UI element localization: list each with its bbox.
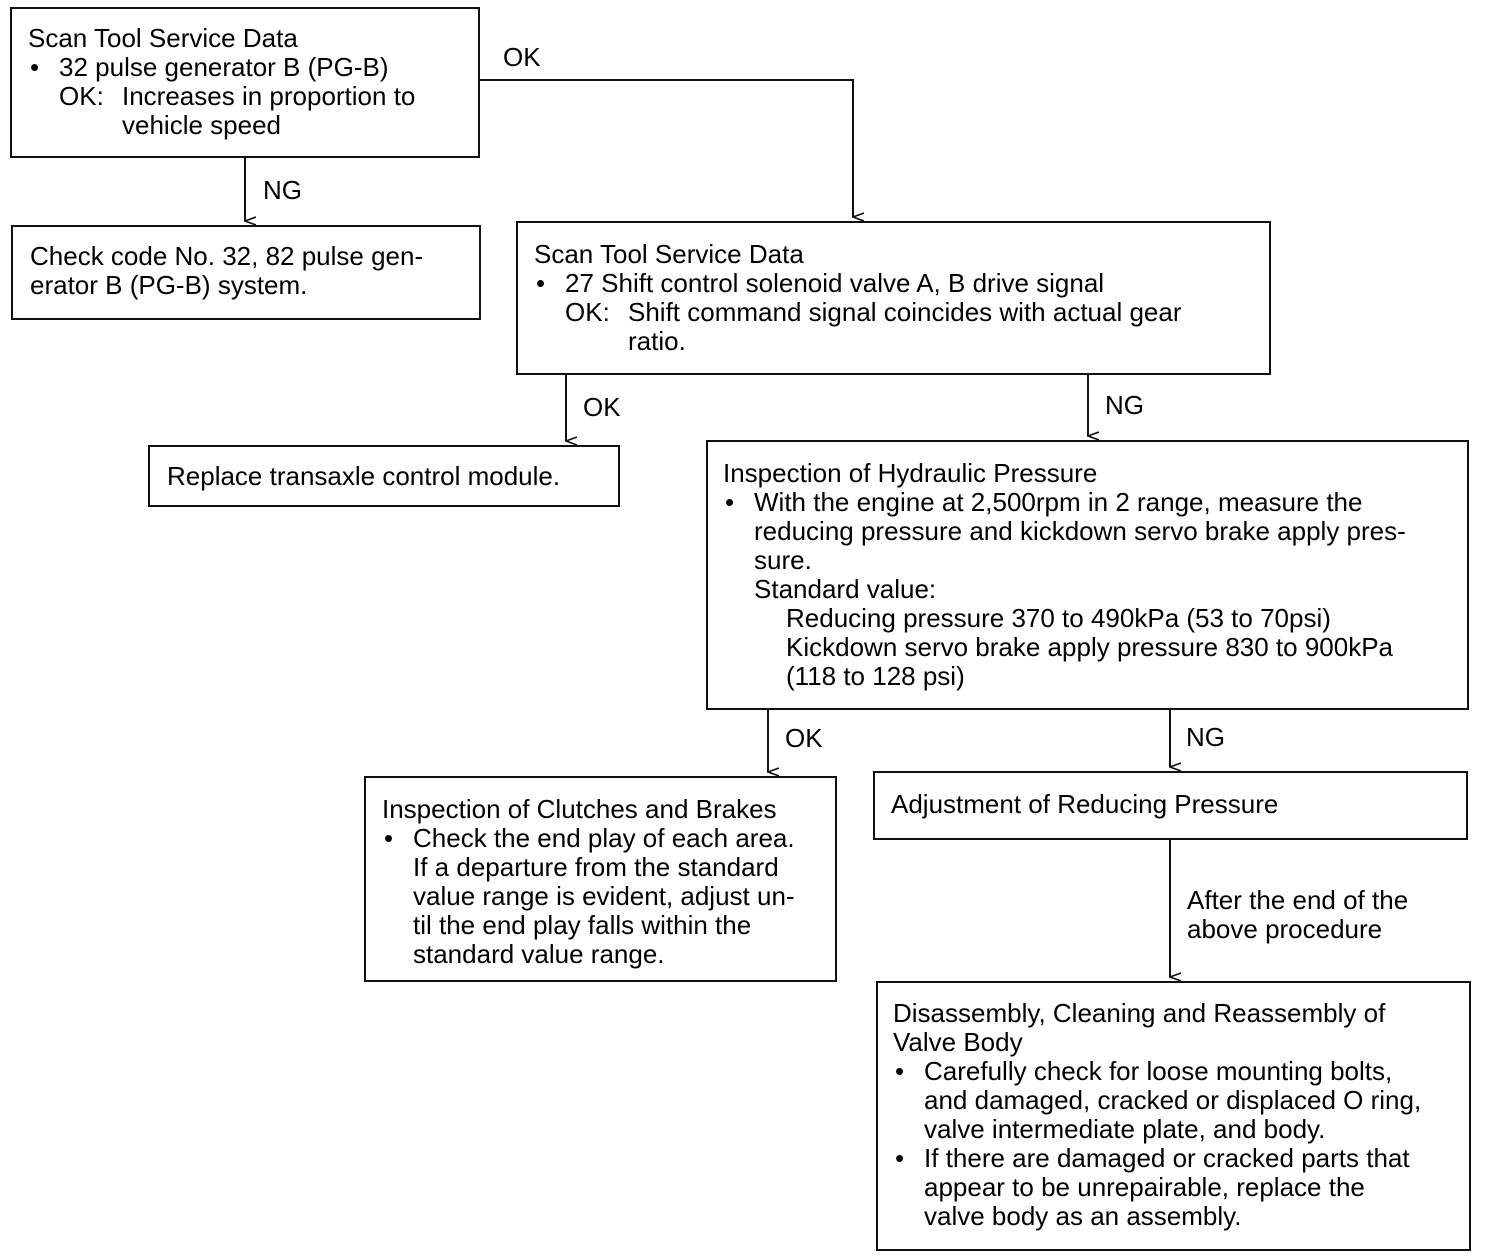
box-title: Valve Body [893,1027,1023,1057]
standard-value-line: Reducing pressure 370 to 490kPa (53 to 7… [786,603,1331,633]
ok-criterion-line: Shift command signal coincides with actu… [628,297,1182,327]
box-text-line: erator B (PG-B) system. [30,270,308,300]
bullet-line: With the engine at 2,500rpm in 2 range, … [754,487,1363,517]
bullet-text: 27 Shift control solenoid valve A, B dri… [565,268,1105,298]
box-text: Replace transaxle control module. [167,461,561,491]
bullet-icon: • [30,52,40,82]
bullet-line: and damaged, cracked or displaced O ring… [924,1085,1422,1115]
box-text: Adjustment of Reducing Pressure [891,789,1279,819]
bullet-line: If a departure from the standard [413,852,779,882]
ok-criterion-line: vehicle speed [122,110,281,140]
bullet-icon: • [895,1143,905,1173]
bullet-icon: • [384,823,394,853]
label-line: above procedure [1187,914,1383,944]
ok-criterion-label: OK: [565,297,610,327]
ok-criterion-line: ratio. [628,326,686,356]
bullet-text: 32 pulse generator B (PG-B) [59,52,389,82]
ok-criterion-label: OK: [59,81,104,111]
box-valve-body: Disassembly, Cleaning and Reassembly of … [876,981,1471,1251]
box-replace-tcm: Replace transaxle control module. [148,445,620,507]
bullet-line: valve intermediate plate, and body. [924,1114,1326,1144]
box-adjust-reducing-pressure: Adjustment of Reducing Pressure [873,771,1468,840]
label-after-procedure: After the end of the above procedure [1187,886,1408,944]
bullet-line: value range is evident, adjust un- [413,881,795,911]
ok-criterion-line: Increases in proportion to [122,81,416,111]
bullet-line: Carefully check for loose mounting bolts… [924,1056,1393,1086]
bullet-icon: • [725,487,735,517]
box-title: Disassembly, Cleaning and Reassembly of [893,998,1386,1028]
box-pgb-service-data: Scan Tool Service Data • 32 pulse genera… [10,7,480,158]
bullet-line: If there are damaged or cracked parts th… [924,1143,1410,1173]
bullet-line: standard value range. [413,939,665,969]
label-ng-pgb: NG [263,175,302,205]
bullet-icon: • [536,268,546,298]
standard-value-label: Standard value: [754,574,937,604]
label-ok-pgb: OK [503,42,541,72]
box-clutches-brakes: Inspection of Clutches and Brakes • Chec… [364,776,837,982]
box-title: Inspection of Clutches and Brakes [382,794,777,824]
label-ok-solenoid: OK [583,392,621,422]
bullet-icon: • [895,1056,905,1086]
box-check-code: Check code No. 32, 82 pulse gen- erator … [11,225,481,320]
bullet-line: til the end play falls within the [413,910,752,940]
bullet-line: appear to be unrepairable, replace the [924,1172,1365,1202]
box-text-line: Check code No. 32, 82 pulse gen- [30,241,424,271]
standard-value-line: Kickdown servo brake apply pressure 830 … [786,632,1394,662]
bullet-line: valve body as an assembly. [924,1201,1242,1231]
label-line: After the end of the [1187,885,1409,915]
bullet-line: reducing pressure and kickdown servo bra… [754,516,1406,546]
box-title: Scan Tool Service Data [534,239,804,269]
box-solenoid-service-data: Scan Tool Service Data • 27 Shift contro… [516,221,1271,375]
bullet-line: sure. [754,545,812,575]
label-ng-hydraulic: NG [1186,722,1225,752]
box-hydraulic-pressure: Inspection of Hydraulic Pressure • With … [706,440,1469,710]
connector-pgb-ok [478,79,853,217]
standard-value-line: (118 to 128 psi) [786,661,965,691]
box-title: Scan Tool Service Data [28,23,298,53]
label-ok-hydraulic: OK [785,723,823,753]
label-ng-solenoid: NG [1105,390,1144,420]
box-title: Inspection of Hydraulic Pressure [723,458,1098,488]
bullet-line: Check the end play of each area. [413,823,795,853]
